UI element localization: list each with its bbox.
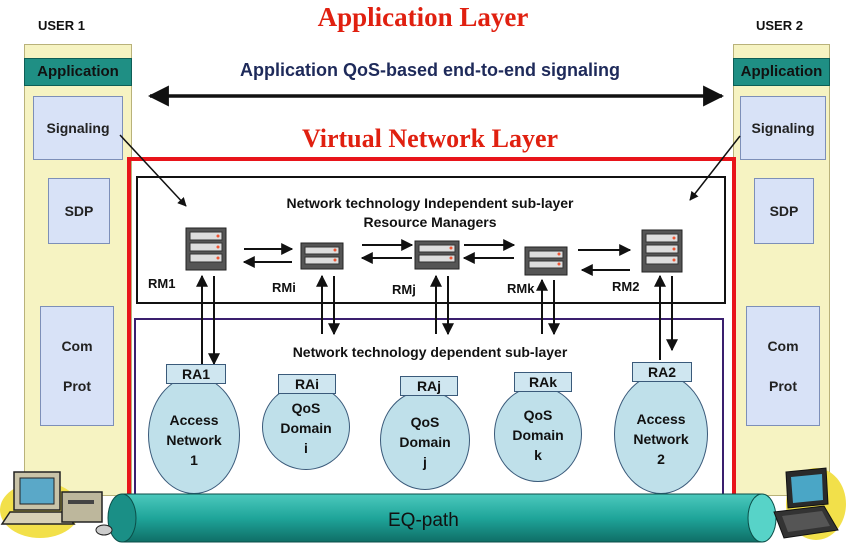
- ra1-box: RA1: [166, 364, 226, 384]
- user2-signaling-box: Signaling: [740, 96, 826, 160]
- user1-prot-label: Prot: [63, 378, 91, 394]
- independent-sublayer-line1: Network technology Independent sub-layer: [286, 195, 574, 211]
- server-icon: [185, 227, 227, 271]
- server-icon: [524, 246, 568, 276]
- rai-box: RAi: [278, 374, 336, 394]
- user2-sdp-box: SDP: [754, 178, 814, 244]
- ra2-box: RA2: [632, 362, 692, 382]
- rmj-label: RMj: [392, 282, 416, 297]
- user1-comprot-box: Com Prot: [40, 306, 114, 426]
- rm1-label: RM1: [148, 276, 176, 291]
- eq-path-label: EQ-path: [388, 510, 459, 531]
- rak-box: RAk: [514, 372, 572, 392]
- desktop-computer-icon: [0, 471, 113, 538]
- rmi-label: RMi: [272, 280, 296, 295]
- application-layer-title: Application Layer: [317, 2, 529, 32]
- independent-sublayer-title: Network technology Independent sub-layer…: [200, 194, 660, 232]
- server-icon: [300, 242, 344, 270]
- server-icon: [641, 229, 683, 273]
- dependent-sublayer-title: Network technology dependent sub-layer: [292, 344, 568, 360]
- laptop-computer-icon: [773, 467, 846, 540]
- eq-path-pipe: [107, 493, 777, 543]
- user1-signaling-box: Signaling: [33, 96, 123, 160]
- user2-comprot-box: Com Prot: [746, 306, 820, 426]
- user2-com-label: Com: [767, 338, 799, 354]
- raj-box: RAj: [400, 376, 458, 396]
- user1-application-box: Application: [24, 58, 132, 86]
- user2-label: USER 2: [756, 18, 803, 33]
- virtual-network-layer-title: Virtual Network Layer: [301, 124, 559, 153]
- signaling-description: Application QoS-based end-to-end signali…: [239, 60, 620, 80]
- user1-label: USER 1: [38, 18, 85, 33]
- user1-com-label: Com: [61, 338, 93, 354]
- user1-sdp-box: SDP: [48, 178, 110, 244]
- independent-sublayer-line2: Resource Managers: [363, 214, 497, 230]
- user2-application-box: Application: [733, 58, 830, 86]
- rmk-label: RMk: [507, 281, 535, 296]
- server-icon: [414, 240, 460, 270]
- rm2-label: RM2: [612, 279, 640, 294]
- user2-prot-label: Prot: [769, 378, 797, 394]
